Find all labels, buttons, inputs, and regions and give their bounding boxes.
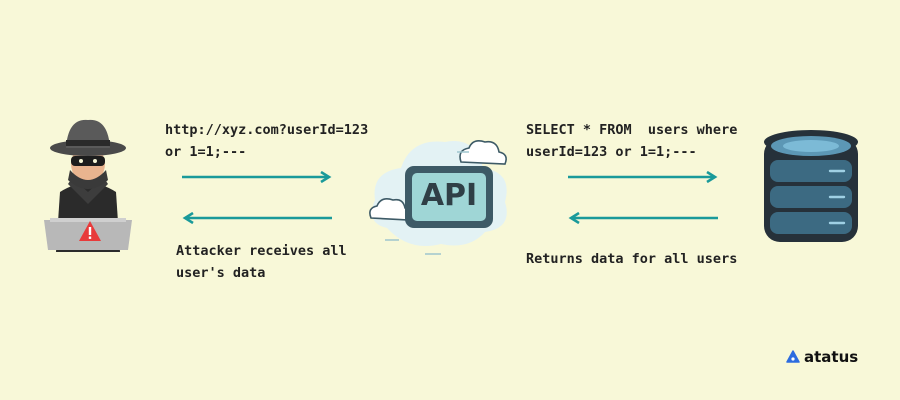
- cloud-icon: [369, 140, 507, 255]
- arrow-api-to-db: [568, 171, 718, 183]
- arrow-api-to-attacker: [182, 212, 332, 224]
- api-label: API: [420, 178, 478, 213]
- atatus-logo-icon: [786, 350, 800, 363]
- sql-query-line1: SELECT * FROM users where: [526, 122, 738, 138]
- brand-logo: atatus: [786, 348, 858, 366]
- database-icon: [764, 130, 858, 242]
- attacker-result-line2: user's data: [176, 265, 266, 281]
- arrow-request-to-api: [182, 171, 332, 183]
- db-result-text: Returns data for all users: [526, 251, 738, 267]
- sql-query-line2: userId=123 or 1=1;---: [526, 144, 697, 160]
- request-url-line1: http://xyz.com?userId=123: [165, 122, 369, 138]
- warning-icon: [79, 221, 101, 241]
- attacker-result-line1: Attacker receives all: [176, 243, 347, 259]
- request-url-line2: or 1=1;---: [165, 144, 247, 160]
- brand-name: atatus: [804, 348, 859, 366]
- arrow-db-to-api: [568, 212, 718, 224]
